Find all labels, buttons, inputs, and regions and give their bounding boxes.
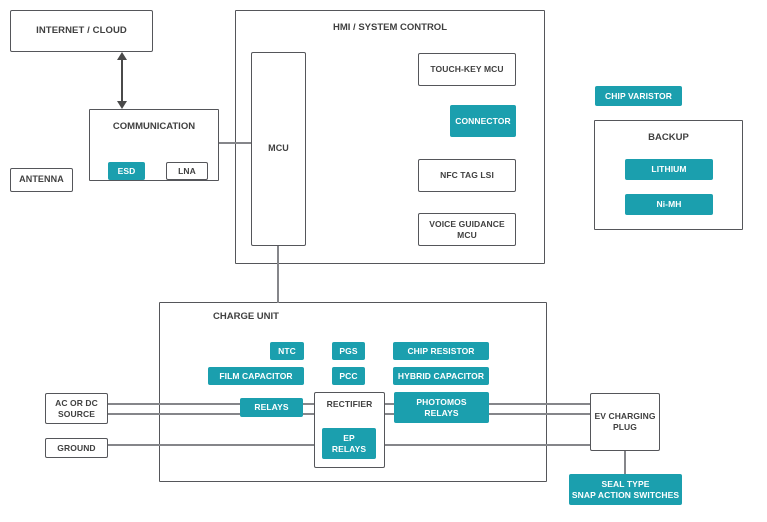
ground-box: GROUND [45,438,108,458]
cloud-communication-arrow [121,57,123,105]
ev-charging-plug-label: EV CHARGING PLUG [594,411,656,432]
antenna-label: ANTENNA [19,174,64,185]
voice-guidance-mcu-box: VOICE GUIDANCE MCU [418,213,516,246]
connector-label: CONNECTOR [455,115,511,126]
hybrid-capacitor-label: HYBRID CAPACITOR [397,370,485,381]
esd-label: ESD [117,165,136,176]
relays-label: RELAYS [254,402,289,413]
chip-resistor-label: CHIP RESISTOR [407,345,475,356]
photomos-relays-chip[interactable]: PHOTOMOS RELAYS [394,392,489,423]
connector-chip[interactable]: CONNECTOR [450,105,516,137]
ntc-label: NTC [278,345,296,356]
ev-charging-plug-box: EV CHARGING PLUG [590,393,660,451]
communication-box [89,109,219,181]
arrow-up-icon [117,52,127,60]
nfc-tag-lsi-box: NFC TAG LSI [418,159,516,192]
arrow-down-icon [117,101,127,109]
lna-box: LNA [166,162,208,180]
chip-resistor-chip[interactable]: CHIP RESISTOR [393,342,489,360]
backup-label: BACKUP [648,132,689,143]
hmi-system-control-label: HMI / SYSTEM CONTROL [333,22,447,33]
lna-label: LNA [178,165,196,176]
plug-seal-line [624,450,626,475]
voice-guidance-mcu-label: VOICE GUIDANCE MCU [429,218,505,240]
internet-cloud-box: INTERNET / CLOUD [10,10,153,52]
backup-box [594,120,743,230]
seal-type-snap-action-switches-chip[interactable]: SEAL TYPE SNAP ACTION SWITCHES [569,474,682,505]
pgs-chip[interactable]: PGS [332,342,365,360]
nfc-tag-lsi-label: NFC TAG LSI [440,170,494,181]
ac-or-dc-source-box: AC OR DC SOURCE [45,393,108,424]
touch-key-mcu-label: TOUCH-KEY MCU [430,64,504,75]
ni-mh-label: Ni-MH [656,199,682,210]
communication-label: COMMUNICATION [112,121,196,132]
lithium-label: LITHIUM [651,164,687,175]
ni-mh-chip[interactable]: Ni-MH [625,194,713,215]
pcc-chip[interactable]: PCC [332,367,365,385]
chip-varistor-chip[interactable]: CHIP VARISTOR [595,86,682,106]
ep-relays-label: EP RELAYS [331,432,367,454]
relays-chip[interactable]: RELAYS [240,398,303,417]
ep-relays-chip[interactable]: EP RELAYS [322,428,376,459]
charge-unit-label: CHARGE UNIT [213,311,279,322]
pgs-label: PGS [339,345,358,356]
mcu-label: MCU [268,143,289,154]
pcc-label: PCC [339,370,358,381]
antenna-box: ANTENNA [10,168,73,192]
communication-mcu-line [219,142,252,144]
photomos-relays-label: PHOTOMOS RELAYS [416,396,467,418]
mcu-box: MCU [251,52,306,246]
lithium-chip[interactable]: LITHIUM [625,159,713,180]
film-capacitor-chip[interactable]: FILM CAPACITOR [208,367,304,385]
chip-varistor-label: CHIP VARISTOR [605,90,672,101]
esd-chip[interactable]: ESD [108,162,145,180]
seal-type-snap-action-switches-label: SEAL TYPE SNAP ACTION SWITCHES [571,478,680,500]
hybrid-capacitor-chip[interactable]: HYBRID CAPACITOR [393,367,489,385]
rectifier-label: RECTIFIER [326,399,373,409]
hmi-system-control-box [235,10,545,264]
mcu-charge-unit-line [277,246,279,303]
ntc-chip[interactable]: NTC [270,342,304,360]
ground-label: GROUND [57,442,96,453]
film-capacitor-label: FILM CAPACITOR [219,370,293,381]
ac-or-dc-source-label: AC OR DC SOURCE [55,397,98,419]
touch-key-mcu-box: TOUCH-KEY MCU [418,53,516,86]
internet-cloud-label: INTERNET / CLOUD [36,25,127,37]
charge-unit-box [159,302,547,482]
